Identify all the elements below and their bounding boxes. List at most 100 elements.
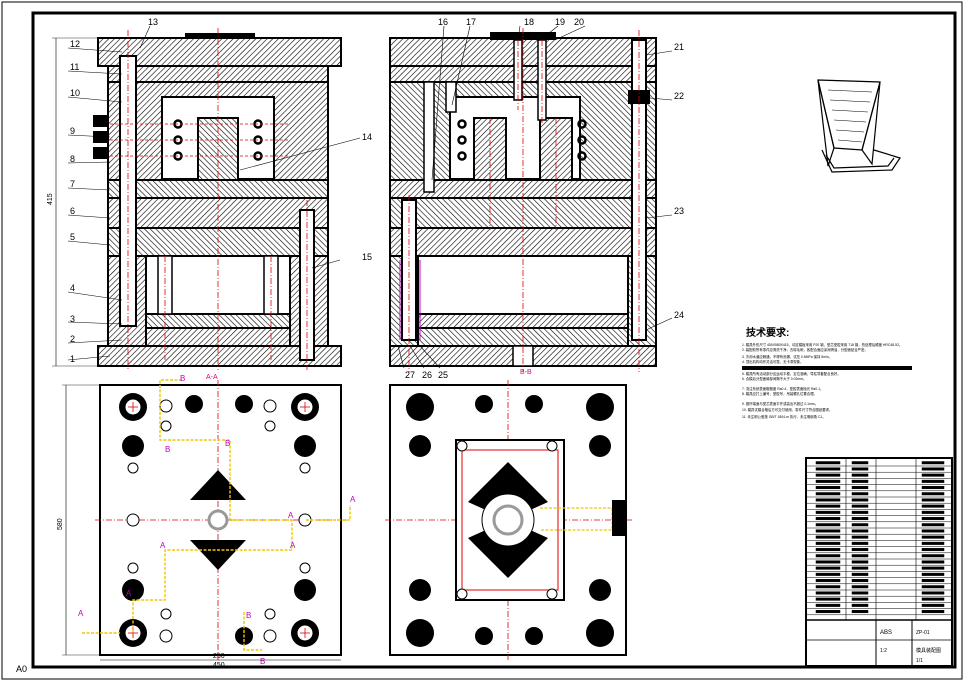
bom-cell-fill (921, 479, 945, 483)
width-dimension: 580 (57, 518, 64, 530)
bom-cell-fill (851, 473, 869, 477)
left-part-labels (67, 25, 151, 361)
bom-cell-fill (851, 603, 869, 607)
bom-cell-fill (815, 461, 841, 465)
plan-mark-b3: B (225, 439, 230, 448)
bom-cell-fill (815, 473, 841, 477)
tech-req-line: 7. 浇注系统表面粗糙度 Ra0.4，型腔表面抛光 Ra0.1。 (742, 386, 823, 391)
bom-cell-fill (851, 541, 869, 545)
bom-cell-fill (851, 517, 869, 521)
bom-cell-fill (815, 585, 841, 589)
bom-cell-fill (921, 473, 945, 477)
bom-cell-fill (815, 517, 841, 521)
part-27: 27 (405, 370, 415, 380)
tech-req-line: 5. 模具所有活动部分应运动平稳，定位准确，导柱导套配合良好。 (742, 371, 841, 376)
bom-cell-fill (921, 492, 945, 496)
title-material: ABS (880, 630, 892, 636)
part-2: 2 (70, 334, 75, 344)
bom-cell-fill (815, 479, 841, 483)
bom-cell-fill (851, 610, 869, 614)
bom-cell-fill (815, 523, 841, 527)
technical-requirements: 技术要求: 1. 模具外形尺寸 450X580X415，动定模板采用 P20 钢… (742, 326, 912, 419)
bom-cell-fill (815, 579, 841, 583)
bom-cell-fill (851, 560, 869, 564)
plan-mark-a1: A (288, 511, 294, 520)
part-12: 12 (70, 39, 80, 49)
bom-cell-fill (851, 566, 869, 570)
bom-cell-fill (815, 603, 841, 607)
bom-cell-fill (851, 554, 869, 558)
bom-cell-fill (851, 510, 869, 514)
bom-cell-fill (921, 572, 945, 576)
bom-cell-fill (851, 479, 869, 483)
bom-cell-fill (921, 603, 945, 607)
part-4: 4 (70, 283, 75, 293)
bom-cell-fill (921, 554, 945, 558)
part-16: 16 (438, 17, 448, 27)
part-21: 21 (674, 42, 684, 52)
bom-cell-fill (921, 591, 945, 595)
bom-cell-fill (921, 523, 945, 527)
part-8: 8 (70, 154, 75, 164)
bom-cell-fill (851, 572, 869, 576)
plan-mark-b1: B (180, 374, 185, 383)
bom-cell-fill (815, 492, 841, 496)
title-scale: 1:2 (880, 648, 887, 654)
bom-cell-fill (921, 566, 945, 570)
bom-cell-fill (815, 566, 841, 570)
part-26: 26 (422, 370, 432, 380)
part-13: 13 (148, 17, 158, 27)
bom-cell-fill (921, 579, 945, 583)
title-sheet: 1/1 (916, 658, 923, 664)
right-section-view (389, 28, 657, 372)
bom-cell-fill (921, 467, 945, 471)
section-label-bb: B-B (520, 369, 532, 376)
left-plan-view: B B B A A A A A A B B A-A 580 450 250 (57, 374, 356, 669)
height-dimension: 415 (47, 193, 54, 205)
bottom-width2-dimension: 250 (213, 653, 225, 660)
bom-cell-fill (921, 610, 945, 614)
bom-cell-fill (921, 529, 945, 533)
right-plan-view (385, 380, 632, 660)
bom-cell-fill (815, 560, 841, 564)
bom-cell-fill (851, 467, 869, 471)
part-15: 15 (362, 252, 372, 262)
part-24: 24 (674, 310, 684, 320)
bom-cell-fill (851, 486, 869, 490)
plan-mark-a5: A (78, 609, 84, 618)
title-drawing-name: 模具装配图 (916, 647, 941, 654)
bom-cell-fill (815, 535, 841, 539)
part-11: 11 (70, 62, 79, 72)
bom-cell-fill (815, 504, 841, 508)
bom-cell-fill (815, 591, 841, 595)
tech-req-line: 10. 模具试模合格后方可交付使用，零件尺寸符合图纸要求。 (742, 407, 832, 412)
bom-cell-fill (921, 486, 945, 490)
bom-cell-fill (851, 535, 869, 539)
sheet-corner-mark: A0 (16, 664, 27, 674)
bom-cell-fill (851, 585, 869, 589)
bottom-width-dimension: 450 (213, 662, 225, 669)
bom-cell-fill (851, 498, 869, 502)
bom-cell-fill (815, 541, 841, 545)
part-18: 18 (524, 17, 534, 27)
part-7: 7 (70, 179, 75, 189)
bom-cell-fill (921, 548, 945, 552)
bom-cell-fill (921, 510, 945, 514)
bom-cell-fill (851, 579, 869, 583)
tech-req-line: 9. 推杆端面与型芯表面平齐或高出不超过 0.1mm。 (742, 401, 818, 406)
bom-cell-fill (921, 517, 945, 521)
tech-req-line: 3. 冷却水道应畅通，不得有渗漏，试压 0.5MPa 保持 5min。 (742, 354, 832, 359)
bom-cell-fill (921, 535, 945, 539)
bom-cell-fill (815, 597, 841, 601)
plan-mark-a3: A (160, 541, 166, 550)
bom-cell-fill (815, 510, 841, 514)
part-25: 25 (438, 370, 448, 380)
bom-cell-fill (921, 498, 945, 502)
title-block: ABS ZP-01 模具装配图 1:2 1/1 (805, 457, 953, 667)
part-23: 23 (674, 206, 684, 216)
bom-cell-fill (921, 585, 945, 589)
tech-req-line: 4. 顶出机构动作灵活可靠，无卡滞现象。 (742, 359, 803, 364)
part-1: 1 (70, 354, 75, 364)
